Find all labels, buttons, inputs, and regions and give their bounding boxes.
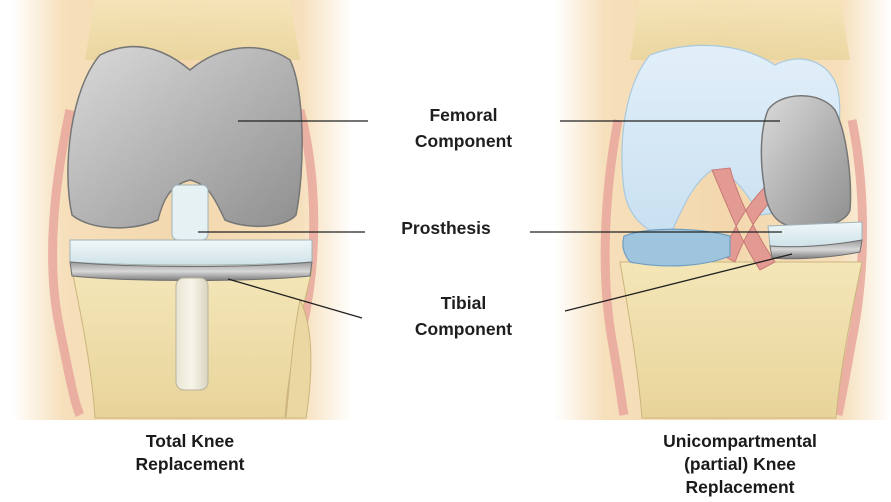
prosthesis-label-text: Prosthesis bbox=[376, 215, 516, 241]
femoral-label-line1: Femoral bbox=[376, 102, 551, 128]
tibia-bone bbox=[620, 262, 862, 418]
femoral-label-line2: Component bbox=[376, 128, 551, 154]
tibial-label-line2: Component bbox=[376, 316, 551, 342]
lateral-meniscus bbox=[623, 229, 730, 266]
partial-caption-line3: Replacement bbox=[625, 476, 855, 499]
total-knee-illustration bbox=[12, 0, 352, 420]
total-caption-line2: Replacement bbox=[80, 453, 300, 476]
knee-illustrations bbox=[0, 0, 891, 420]
femoral-component-label: Femoral Component bbox=[376, 102, 551, 154]
tibial-label-line1: Tibial bbox=[376, 290, 551, 316]
total-caption-line1: Total Knee bbox=[80, 430, 300, 453]
partial-knee-illustration bbox=[555, 0, 891, 420]
prosthesis-label: Prosthesis bbox=[376, 215, 516, 241]
partial-caption-line1: Unicompartmental bbox=[625, 430, 855, 453]
partial-femoral-component bbox=[761, 96, 850, 228]
tibial-component-label: Tibial Component bbox=[376, 290, 551, 342]
total-knee-caption: Total Knee Replacement bbox=[80, 430, 300, 476]
partial-knee-caption: Unicompartmental (partial) Knee Replacem… bbox=[625, 430, 855, 499]
polyethylene-insert bbox=[70, 240, 312, 265]
tibial-stem bbox=[176, 278, 208, 390]
partial-caption-line2: (partial) Knee bbox=[625, 453, 855, 476]
